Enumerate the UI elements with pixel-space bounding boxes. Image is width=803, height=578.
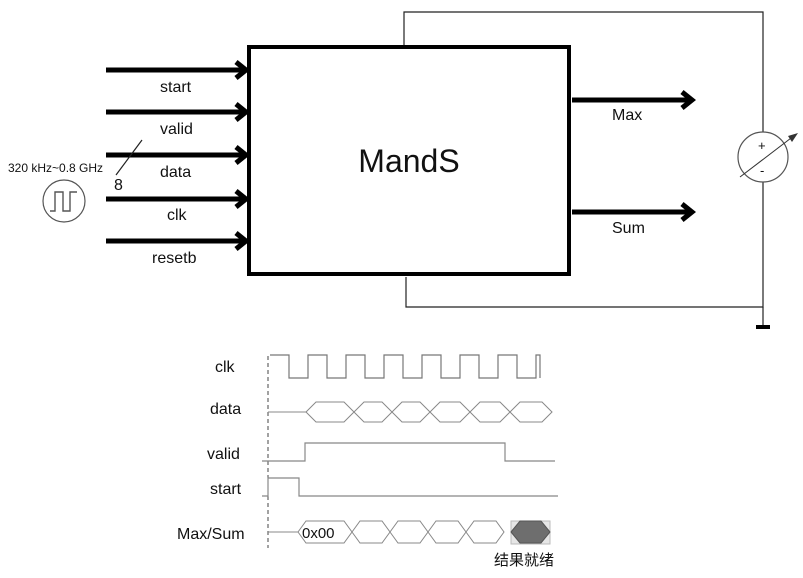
meter-minus: -: [760, 163, 764, 178]
result-ready-box: [510, 520, 551, 545]
feedback-wire-bottom: [405, 182, 764, 308]
timing-label-start: start: [210, 481, 242, 498]
input-label-valid: valid: [160, 121, 193, 138]
data-waveform: [268, 401, 553, 423]
timing-label-maxsum: Max/Sum: [177, 526, 245, 543]
mands-block: [247, 45, 571, 276]
variable-voltage-source-icon: + -: [737, 131, 798, 183]
timing-diagram: clk data valid start Max/Sum: [177, 354, 558, 569]
timing-label-clk: clk: [215, 359, 236, 376]
input-arrows: [106, 60, 251, 251]
square-wave-source-icon: [42, 179, 86, 223]
input-label-data: data: [160, 164, 191, 181]
block-diagram: MandS start valid data clk resetb 8 320 …: [8, 11, 798, 329]
input-label-clk: clk: [167, 207, 188, 224]
bus-width-label: 8: [114, 177, 123, 194]
block-title: MandS: [358, 143, 459, 179]
valid-waveform: [262, 442, 555, 462]
bus-slash: [115, 139, 143, 176]
timing-label-data: data: [210, 401, 241, 418]
timing-label-valid: valid: [207, 446, 240, 463]
meter-plus: +: [758, 138, 766, 153]
input-label-resetb: resetb: [152, 250, 197, 267]
result-ready-label: 结果就绪: [494, 552, 554, 569]
input-label-start: start: [160, 79, 192, 96]
maxsum-waveform: [268, 520, 505, 544]
output-arrows: [572, 90, 697, 222]
start-waveform: [262, 477, 558, 497]
output-label-max: Max: [612, 107, 642, 124]
output-label-sum: Sum: [612, 220, 645, 237]
clk-waveform: [270, 354, 541, 379]
ground-icon: [756, 307, 770, 329]
maxsum-initial-value: 0x00: [302, 525, 335, 542]
clock-frequency-label: 320 kHz~0.8 GHz: [8, 161, 103, 175]
feedback-wire-top: [403, 11, 764, 132]
